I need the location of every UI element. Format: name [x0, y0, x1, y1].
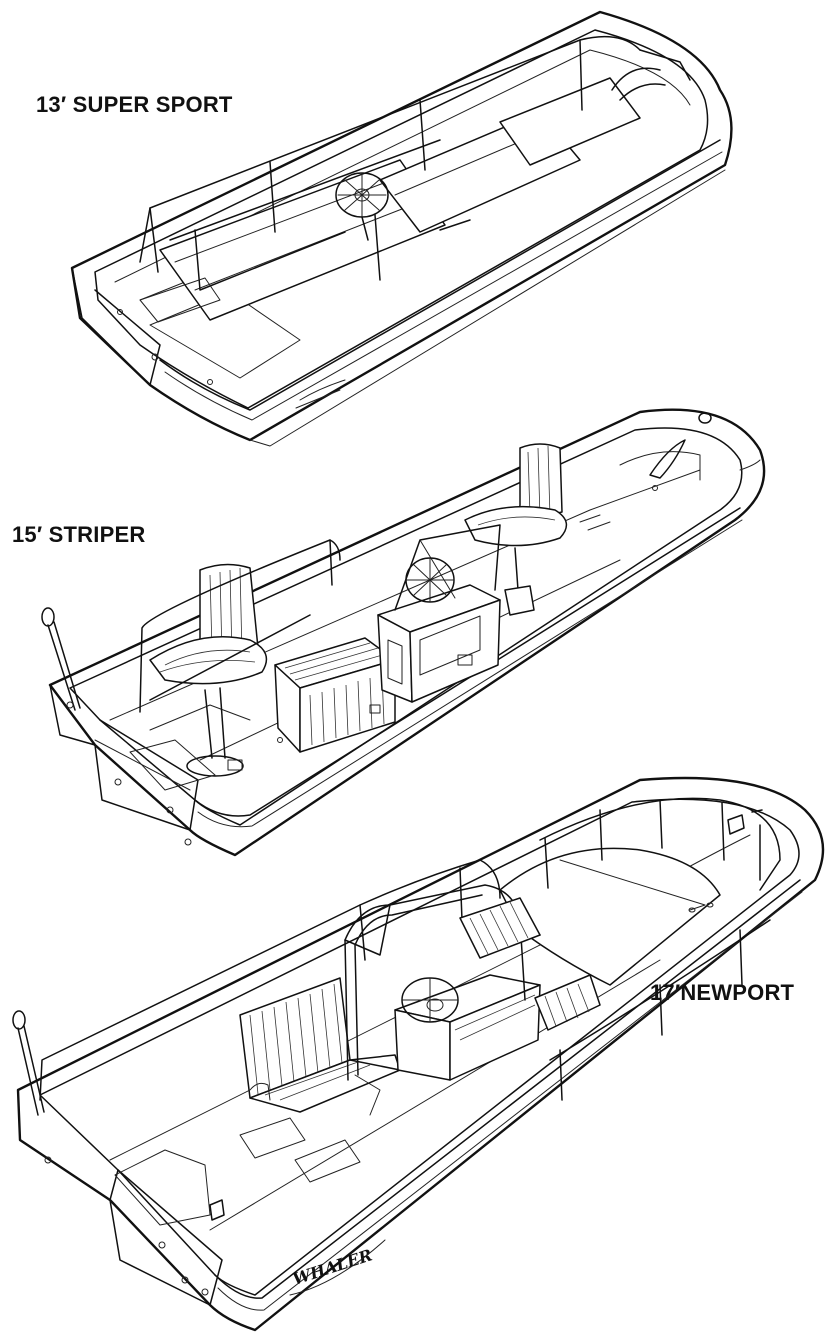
boat-super-sport-drawing — [70, 10, 733, 447]
cooler-box-seat — [274, 637, 396, 753]
boat-newport-drawing: WHALER — [12, 776, 825, 1332]
boat-label-striper: 15′ STRIPER — [12, 522, 146, 547]
hull-wordmark: WHALER — [290, 1245, 374, 1288]
bench-seat — [239, 977, 401, 1116]
center-console — [344, 859, 541, 1081]
pedestal-seat-rear — [464, 443, 568, 616]
pedestal-seat-front — [149, 563, 268, 777]
boat-striper-drawing — [41, 408, 766, 857]
steering-wheel-icon — [335, 172, 389, 241]
boat-label-super-sport: 13′ SUPER SPORT — [36, 92, 233, 117]
center-console — [377, 524, 501, 703]
